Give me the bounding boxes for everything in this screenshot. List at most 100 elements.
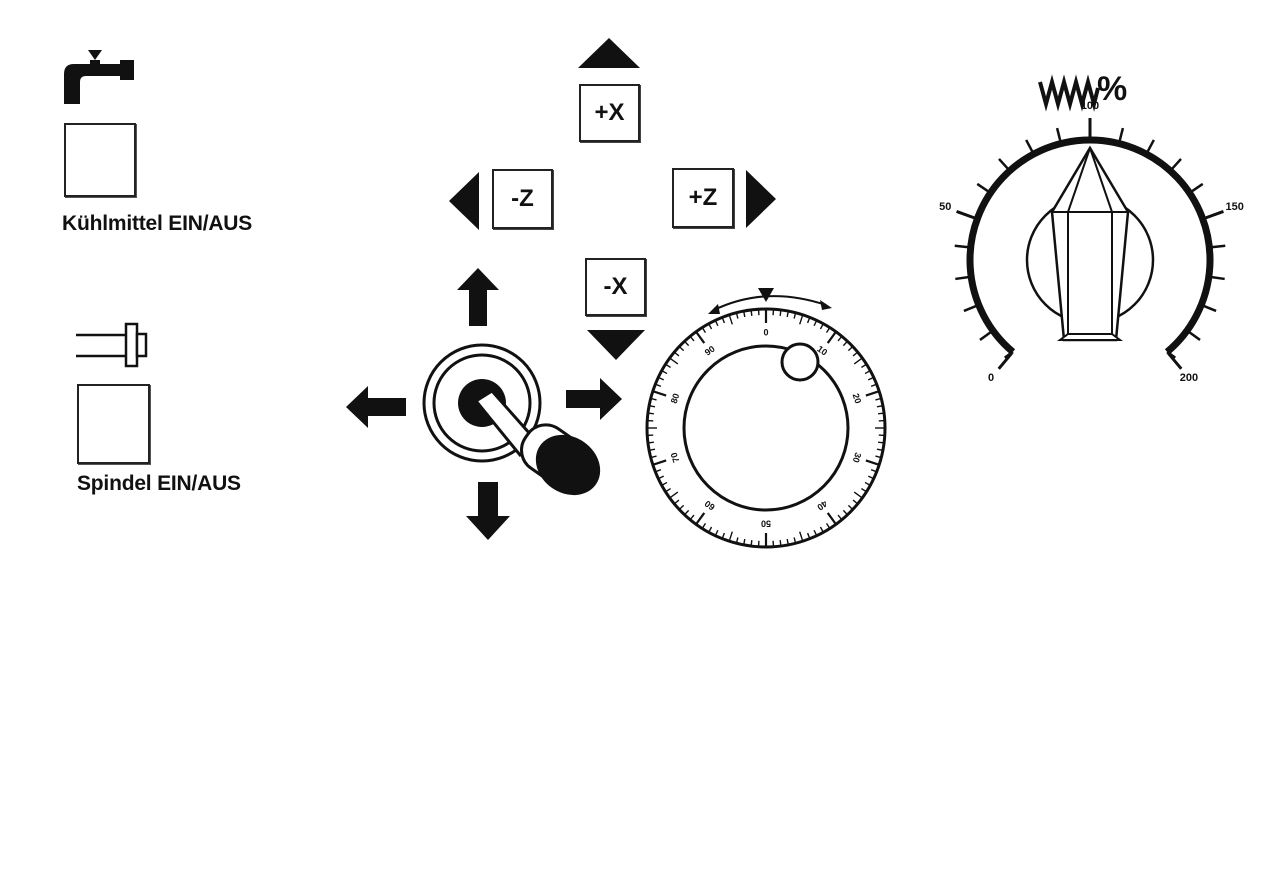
arrow-right-icon	[566, 378, 622, 420]
feed-override-scale-label: 150	[1226, 201, 1244, 213]
joystick-lever[interactable]	[420, 343, 610, 513]
feed-override-tick	[998, 158, 1010, 171]
handwheel-tick	[750, 309, 753, 316]
handwheel-tick	[689, 335, 695, 342]
handwheel-tick	[826, 331, 837, 344]
handwheel-tick	[806, 532, 811, 539]
handwheel-tick	[819, 526, 824, 533]
handwheel-tick	[661, 370, 668, 375]
handwheel-tick	[661, 481, 668, 486]
feed-override-unit: %	[1097, 70, 1128, 108]
handwheel-tick	[665, 363, 671, 369]
handwheel-scale-label: 80	[669, 392, 682, 405]
handwheel-tick	[870, 383, 877, 388]
feed-override-tick	[976, 182, 990, 193]
handwheel-tick	[847, 504, 854, 510]
feed-override-tick	[979, 330, 993, 341]
handwheel-tick	[678, 504, 685, 510]
feed-override-tick	[1146, 139, 1155, 153]
handwheel-tick	[853, 357, 863, 365]
coolant-toggle-button[interactable]	[64, 123, 136, 197]
feed-override-tick	[956, 210, 976, 220]
coolant-label: Kühlmittel EIN/AUS	[62, 212, 253, 235]
handwheel-tick	[721, 532, 726, 539]
handwheel-tick	[708, 526, 713, 533]
handwheel-tick	[684, 340, 690, 347]
handwheel-tick	[647, 412, 654, 415]
feed-override-tick	[1190, 182, 1204, 193]
handwheel-tick	[825, 327, 831, 333]
handwheel-tick	[714, 529, 719, 536]
feed-override-end-stop-left	[1003, 350, 1014, 360]
feed-override-scale-label: 50	[939, 201, 951, 213]
handwheel-tick	[867, 376, 874, 381]
handwheel-tick	[652, 459, 667, 466]
spindle-toggle-button[interactable]	[77, 384, 150, 464]
handwheel-tick	[658, 376, 665, 381]
handwheel-tick	[799, 531, 804, 542]
handwheel-tick	[669, 357, 679, 365]
handwheel-tick	[852, 499, 859, 505]
feed-override-tick	[1118, 127, 1125, 142]
handwheel-tick	[819, 323, 824, 330]
handwheel-scale-label: 90	[703, 344, 717, 358]
minus-x-button[interactable]: -X	[585, 258, 646, 316]
handwheel-tick	[673, 351, 680, 357]
handwheel-tick	[786, 310, 789, 318]
handwheel-tick	[650, 455, 657, 459]
feed-override-end-stop-right	[1166, 350, 1177, 360]
handwheel-tick	[714, 320, 719, 327]
feed-override-tick	[954, 244, 969, 249]
arrow-down-icon	[466, 482, 510, 540]
handwheel-tick	[695, 512, 706, 525]
feed-override-scale-arc	[966, 136, 1214, 355]
arrow-left-icon	[346, 386, 406, 428]
handwheel-tick	[842, 509, 848, 516]
handwheel-tick	[721, 317, 726, 324]
handwheel-tick	[673, 499, 680, 505]
handwheel-tick	[861, 363, 867, 369]
handwheel-tick	[650, 397, 657, 401]
handwheel-tick	[861, 487, 867, 493]
feed-override-icon	[1038, 74, 1100, 112]
minus-x-triangle-icon	[587, 330, 645, 360]
handwheel-tick	[779, 309, 782, 316]
handwheel-tick	[806, 317, 811, 324]
feed-override-scale-label: 0	[988, 372, 994, 384]
handwheel-tick	[876, 405, 884, 408]
handwheel-tick	[655, 468, 662, 473]
handwheel-tick	[793, 312, 797, 319]
handwheel-tick	[684, 509, 690, 516]
handwheel-scale-label: 70	[669, 451, 682, 464]
plus-z-button[interactable]: +Z	[672, 168, 734, 228]
feed-override-tick	[1055, 127, 1062, 142]
handwheel-tick	[779, 540, 782, 547]
handwheel-tick	[793, 537, 797, 544]
handwheel-tick	[695, 331, 706, 344]
handwheel-tick	[655, 383, 662, 388]
handwheel-scale-label: 10	[815, 344, 829, 358]
handwheel-tick	[853, 491, 863, 499]
plus-x-button[interactable]: +X	[579, 84, 640, 142]
handwheel-tick	[678, 346, 685, 352]
handwheel-scale-label: 50	[761, 519, 771, 529]
handwheel-scale-label: 40	[815, 498, 829, 512]
handwheel-tick	[842, 340, 848, 347]
handwheel-tick	[870, 468, 877, 473]
minus-z-button[interactable]: -Z	[492, 169, 553, 229]
coolant-nozzle-icon	[64, 50, 134, 104]
handwheel-scale-label: 0	[763, 327, 768, 337]
handwheel-tick	[875, 397, 882, 401]
handwheel-tick	[652, 390, 667, 397]
feed-override-tick	[955, 275, 970, 281]
handwheel-tick	[648, 448, 656, 451]
feed-override-tick	[1204, 210, 1224, 220]
plus-x-triangle-icon	[578, 38, 640, 68]
handwheel-tick	[701, 327, 707, 333]
spindle-label: Spindel EIN/AUS	[77, 472, 241, 495]
minus-z-triangle-icon	[449, 172, 479, 230]
handwheel-tick	[865, 459, 880, 466]
feed-override-tick	[1211, 244, 1226, 249]
